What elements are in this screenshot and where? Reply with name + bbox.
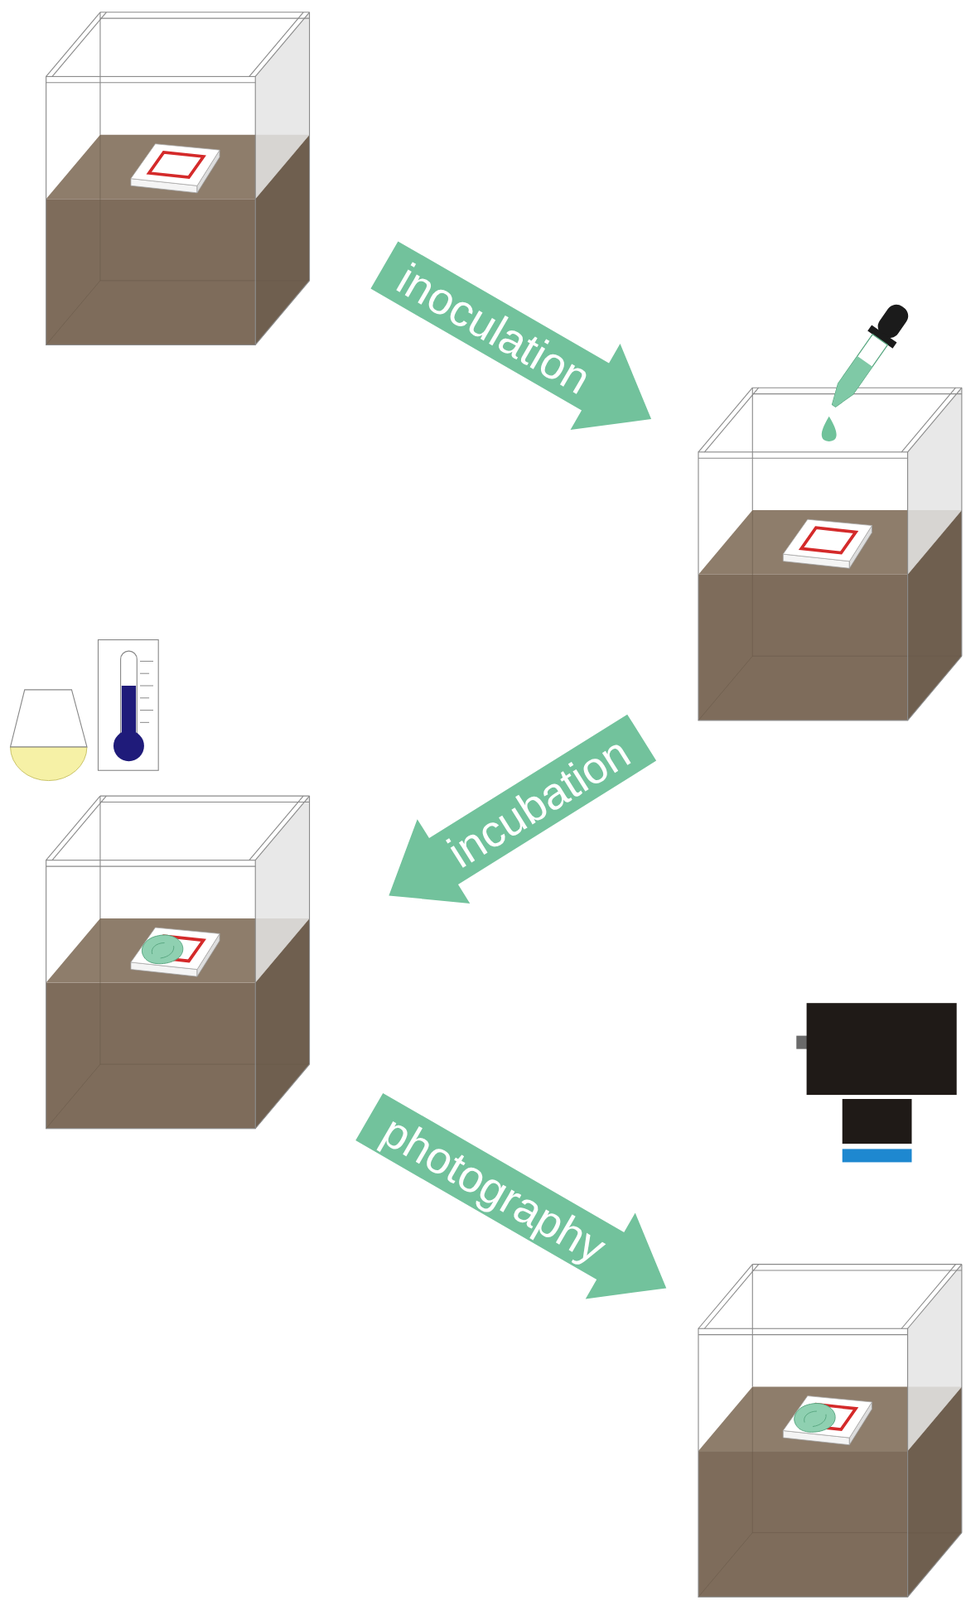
arrow-label-group: inoculation — [390, 255, 599, 402]
drop — [821, 416, 837, 442]
lamp — [10, 690, 87, 782]
process-arrow: incubation — [362, 695, 669, 939]
arrow-body — [344, 1074, 692, 1333]
step-label: photography — [375, 1107, 614, 1271]
soil-tank — [698, 387, 962, 721]
soil-tank — [46, 12, 310, 346]
process-arrow: inoculation — [359, 222, 677, 463]
arrow-label-group: incubation — [439, 729, 637, 875]
thermometer — [97, 640, 159, 772]
soil-tank — [46, 796, 310, 1130]
camera — [796, 1003, 957, 1163]
arrow-body — [362, 695, 669, 939]
step-label: incubation — [439, 729, 637, 875]
step-label: inoculation — [390, 255, 599, 402]
culture-sample — [141, 935, 183, 965]
arrow-label-group: photography — [375, 1107, 614, 1271]
culture-sample — [794, 1404, 836, 1434]
soil-tank — [698, 1265, 962, 1599]
process-arrow: photography — [344, 1074, 692, 1333]
dropper — [821, 298, 916, 415]
arrow-body — [359, 222, 677, 463]
